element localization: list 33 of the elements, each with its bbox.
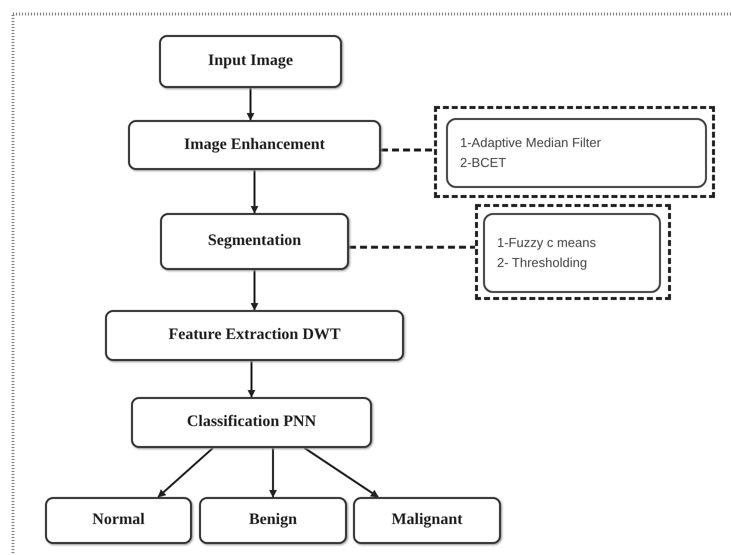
process-box <box>128 120 381 170</box>
arrow <box>250 170 258 214</box>
arrow <box>304 447 379 498</box>
step-label: Segmentation <box>208 231 302 252</box>
step-label: Feature Extraction DWT <box>168 325 341 346</box>
process-box <box>160 213 349 270</box>
arrow <box>158 447 214 498</box>
step-label: Input Image <box>208 51 293 72</box>
step-label: Malignant <box>391 510 463 530</box>
method-item: 1-Adaptive Median Filter <box>460 134 601 152</box>
process-box <box>131 397 372 448</box>
method-item: 1-Fuzzy c means <box>497 234 596 252</box>
step-label: Benign <box>248 510 297 530</box>
dashed-connector <box>381 148 434 152</box>
method-box <box>446 118 707 188</box>
arrow <box>246 88 254 121</box>
process-box <box>105 310 404 361</box>
step-label: Image Enhancement <box>184 134 325 155</box>
arrow <box>269 448 277 498</box>
arrow <box>248 361 256 398</box>
dashed-group-box <box>475 204 671 300</box>
process-box <box>45 497 192 544</box>
dashed-connector <box>349 246 475 249</box>
method-item: 2- Thresholding <box>497 254 588 272</box>
method-item: 2-BCET <box>460 154 506 172</box>
step-label: Normal <box>92 510 145 530</box>
dashed-group-box <box>434 106 715 198</box>
method-box <box>483 213 661 293</box>
arrow <box>250 270 258 311</box>
process-box <box>159 35 342 88</box>
process-box <box>353 497 501 544</box>
process-box <box>199 497 347 544</box>
step-label: Classification PNN <box>186 412 316 432</box>
